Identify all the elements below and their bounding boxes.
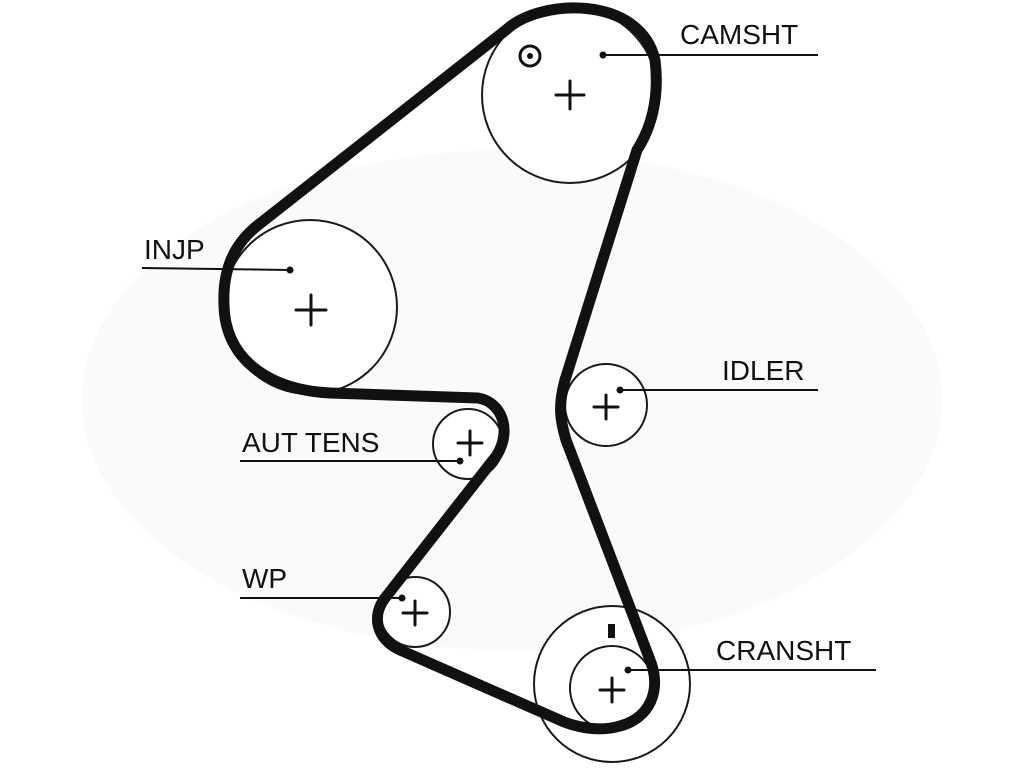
leader-auto-tensioner	[240, 457, 464, 465]
leader-crankshaft	[624, 666, 876, 674]
leader-idler	[616, 386, 818, 394]
label-injection-pump: INJP	[144, 234, 205, 265]
idler-pulley	[564, 363, 648, 447]
timing-belt	[218, 2, 662, 735]
leader-injection-pump	[141, 266, 294, 274]
label-auto-tensioner: AUT TENS	[242, 427, 379, 458]
leader-water-pump	[240, 594, 406, 602]
crankshaft-pulley	[533, 605, 691, 763]
leader-camshaft	[599, 51, 818, 59]
label-water-pump: WP	[242, 563, 287, 594]
circled-dot-icon	[518, 44, 542, 68]
label-crankshaft: CRANSHT	[716, 635, 851, 666]
label-idler: IDLER	[722, 355, 804, 386]
label-camshaft: CAMSHT	[680, 19, 798, 50]
background-halo	[82, 150, 942, 650]
tick-mark-icon	[608, 624, 615, 638]
